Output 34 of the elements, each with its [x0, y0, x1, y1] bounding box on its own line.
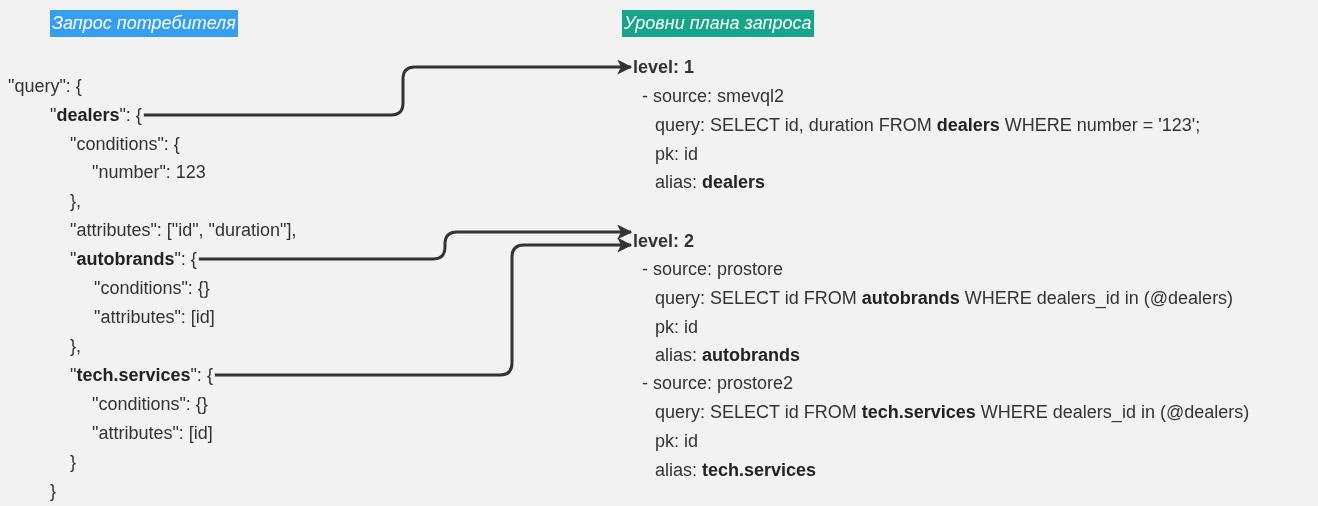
code-line: "conditions": {} — [92, 393, 208, 416]
code-line: "conditions": {} — [94, 277, 210, 300]
code-line: alias: tech.services — [655, 459, 817, 482]
code-line: "autobrands": { — [70, 246, 197, 272]
code-line: }, — [70, 335, 81, 358]
code-line: pk: id — [655, 143, 699, 166]
code-line: query: SELECT id FROM tech.services WHERE dealers_id in (@dealers) — [655, 401, 1250, 425]
code-line: level: 2 — [633, 228, 695, 254]
code-line: query: SELECT id, duration FROM dealers WHERE number = '123'; — [655, 114, 1201, 137]
code-line: }, — [70, 190, 81, 213]
code-line: "number": 123 — [92, 161, 206, 184]
heading-tag: Запрос потребителя — [50, 10, 238, 37]
code-line: pk: id — [655, 316, 699, 339]
code-line: alias: autobrands — [655, 344, 801, 367]
code-line: alias: dealers — [655, 171, 766, 194]
code-line: "query": { — [8, 75, 82, 98]
arrow — [143, 59, 633, 117]
arrow — [198, 224, 633, 261]
code-line: "tech.services": { — [70, 362, 213, 388]
arrow — [214, 237, 633, 377]
code-line: - source: prostore — [642, 258, 784, 281]
code-line: "attributes": [id] — [94, 306, 215, 329]
code-line: } — [70, 451, 76, 474]
code-line: "attributes": ["id", "duration"], — [70, 219, 297, 242]
heading-tag: Уровни плана запроса — [622, 10, 814, 37]
code-line: "attributes": [id] — [92, 422, 213, 445]
code-line: - source: smevql2 — [642, 85, 785, 108]
code-line: query: SELECT id FROM autobrands WHERE dealers_id in (@dealers) — [655, 287, 1234, 311]
code-line: level: 1 — [633, 54, 695, 80]
code-line: pk: id — [655, 430, 699, 453]
code-line: } — [50, 480, 56, 503]
code-line: "dealers": { — [50, 102, 142, 128]
code-line: "conditions": { — [70, 133, 180, 156]
code-line: - source: prostore2 — [642, 372, 794, 395]
